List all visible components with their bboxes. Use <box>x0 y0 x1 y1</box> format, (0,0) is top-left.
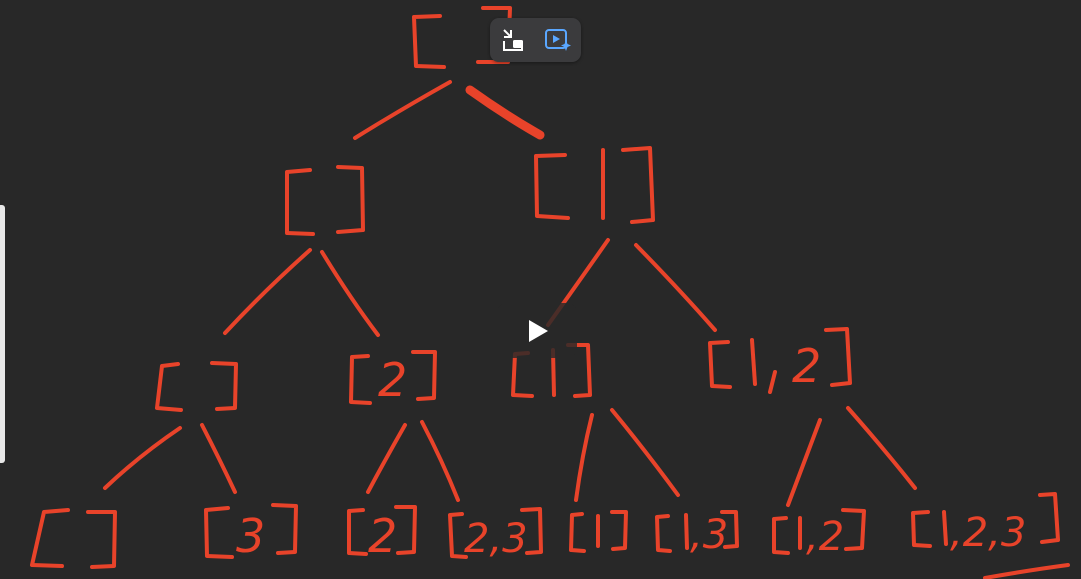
picture-in-picture-exit-icon <box>502 29 523 51</box>
leaf-twothree <box>448 507 543 559</box>
underline-stroke <box>983 563 1070 579</box>
leaf-empty <box>30 508 117 569</box>
leaf-onetwothree <box>911 492 1060 548</box>
picture-in-picture-exit-button[interactable] <box>498 25 528 55</box>
leaf-onethree <box>655 510 739 553</box>
video-overlay-toolbar <box>490 18 581 62</box>
leaf-one <box>569 510 628 553</box>
leaf-onetwo <box>772 508 866 555</box>
edge-l2a-leaf1 <box>103 426 182 490</box>
leaf-twothree-label: 2,3 <box>464 516 528 562</box>
edge-l2b-leaf3 <box>366 423 407 494</box>
ai-video-button[interactable] <box>543 25 573 55</box>
node-level1-one <box>534 146 655 224</box>
play-button[interactable] <box>497 303 577 358</box>
edge-l1b-l2d <box>634 243 717 332</box>
leaf-onethree-label: ,3 <box>690 512 728 558</box>
node-level2-onetwo <box>708 327 852 394</box>
node-level1-empty <box>285 165 365 236</box>
leaf-onetwo-label: ,2 <box>806 514 844 560</box>
node-level2-onetwo-label: 2 <box>792 339 821 393</box>
edge-l1a-l2a <box>223 248 312 335</box>
edge-l2b-leaf4 <box>420 420 460 502</box>
play-icon <box>529 319 548 342</box>
side-scroll-handle[interactable] <box>0 205 5 463</box>
edge-root-left <box>353 80 452 140</box>
edge-l2c-leaf5 <box>574 413 594 502</box>
ai-video-sparkle-icon <box>545 29 572 51</box>
node-level2-two <box>349 350 437 405</box>
leaf-three <box>204 503 298 559</box>
edge-l2d-leaf7 <box>786 418 822 507</box>
leaf-two-label: 2 <box>368 509 397 563</box>
edge-l1a-l2b <box>320 250 380 337</box>
leaf-two <box>347 505 417 556</box>
leaf-onetwothree-label: ,2,3 <box>950 510 1026 556</box>
tree-edges <box>103 80 1070 579</box>
edge-l2a-leaf2 <box>200 423 237 494</box>
edge-l2c-leaf6 <box>610 408 680 497</box>
edge-root-right <box>465 85 545 140</box>
edge-l2d-leaf8 <box>846 406 917 490</box>
leaf-three-label: 3 <box>236 509 265 563</box>
node-level2-empty <box>155 361 238 412</box>
node-level2-two-label: 2 <box>378 353 407 407</box>
